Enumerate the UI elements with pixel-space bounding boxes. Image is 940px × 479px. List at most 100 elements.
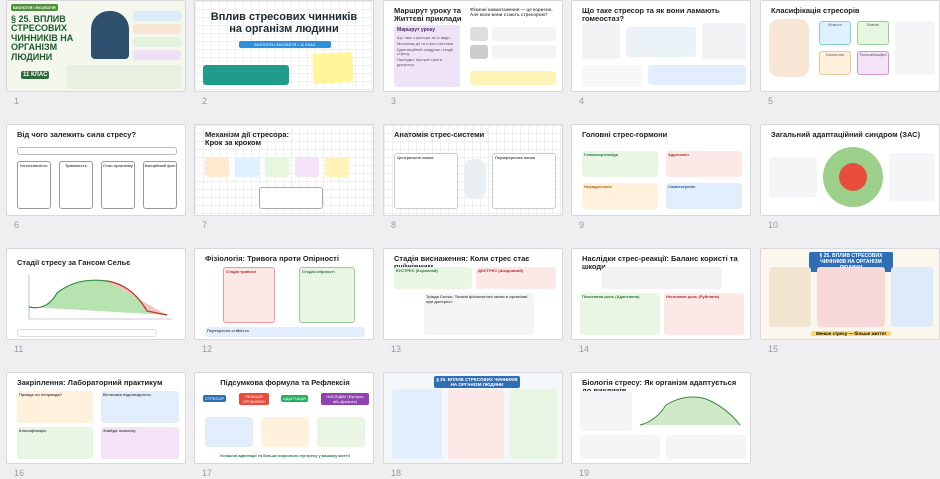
slide-thumbnail-17[interactable]: Підсумкова формула та Рефлексія СТРЕСОР … [194, 372, 374, 478]
slide-number: 10 [768, 220, 779, 230]
distress-label: ДИСТРЕС (Шкідливий) [478, 268, 524, 273]
slide-number: 1 [14, 96, 20, 106]
slide-number: 6 [14, 220, 20, 230]
balance-scale-illustration [580, 391, 632, 431]
factor-label: Тривалість [64, 163, 88, 168]
slide-thumbnail-5[interactable]: Класифікація стресорів Фізичні Хімічні Б… [760, 0, 940, 106]
selye-curve-chart [28, 275, 172, 320]
hormone-label: Глюкокортикоїди [584, 152, 619, 157]
slide-thumbnail-9[interactable]: Головні стрес-гормони Глюкокортикоїди Ад… [571, 124, 751, 230]
eustress-label: ЕУСТРЕС (Корисний) [396, 268, 438, 273]
slide-number: 9 [579, 220, 585, 230]
slide-thumbnail-15[interactable]: § 25. ВПЛИВ СТРЕСОВИХ ЧИННИКІВ НА ОРГАНІ… [760, 248, 940, 354]
route-item: Що таке стресори та їх види. [397, 35, 451, 40]
slide-thumbnail-1[interactable]: БІОЛОГІЯ І ЕКОЛОГІЯ § 25. ВПЛИВ СТРЕСОВИ… [6, 0, 186, 106]
slide-thumbnail-11[interactable]: Стадії стресу за Гансом Сельє 11 [6, 248, 186, 354]
slide-number: 2 [202, 96, 208, 106]
slide-number: 4 [579, 96, 585, 106]
hormone-label: Адреналін [668, 152, 689, 157]
cartoon-teacher-illustration [769, 19, 809, 77]
slide-6-title: Від чого залежить сила стресу? [17, 130, 137, 139]
resistance-stage-label: Стадія опірності [302, 269, 335, 274]
slide-5-title: Класифікація стресорів [771, 6, 860, 15]
slide-number: 7 [202, 220, 208, 230]
factor-label: Емоційний фон [144, 163, 176, 168]
factor-label: Стан організму [103, 163, 133, 168]
slide-thumbnail-8[interactable]: Анатомія стрес-системи Центральна ланка … [383, 124, 563, 230]
selye-triad-label: Тріада Сельє: Типові фізіологічні зміни … [426, 294, 528, 304]
slide-4-title: Що таке стресор та як вони ламають гомео… [582, 6, 720, 24]
balance-scale-illustration [602, 267, 722, 289]
slide-14-title: Наслідки стрес-реакції: Баланс користі т… [582, 254, 738, 272]
human-anatomy-illustration [817, 267, 885, 327]
stressor-type: Біологічні [826, 52, 844, 57]
slide-8-title: Анатомія стрес-системи [394, 130, 485, 139]
slide-thumbnail-12[interactable]: Фізіологія: Тривога проти Опірності Стад… [194, 248, 374, 354]
slide-13-title: Стадія виснаження: Коли стрес стає руйні… [394, 254, 530, 270]
slide-number: 8 [391, 220, 397, 230]
route-item: Наслідки: еустрес проти дистресу. [397, 57, 442, 67]
slide-number: 5 [768, 96, 774, 106]
adaptation-curve-chart [639, 396, 741, 426]
slide-number: 16 [14, 468, 25, 478]
slide-number: 3 [391, 96, 397, 106]
slide-thumbnail-16[interactable]: Закріплення: Лабораторний практикум Прав… [6, 372, 186, 478]
stressed-student-illustration [91, 11, 129, 59]
hormone-label: Соматотропін [668, 184, 696, 189]
slide-number: 18 [391, 468, 402, 478]
slide-10-title: Загальний адаптаційний синдром (ЗАС) [771, 130, 921, 139]
slide-number: 15 [768, 344, 779, 354]
human-silhouette-icon [464, 159, 486, 199]
slide-9-title: Головні стрес-гормони [582, 130, 668, 139]
slide-thumbnail-6[interactable]: Від чого залежить сила стресу? Інтенсивн… [6, 124, 186, 230]
slide-12-title: Фізіологія: Тривога проти Опірності [205, 254, 339, 263]
hormone-label: Норадреналін [584, 184, 612, 189]
slide-thumbnail-2[interactable]: Вплив стресових чинників на організм люд… [194, 0, 374, 106]
slide-thumbnail-4[interactable]: Що таке стресор та як вони ламають гомео… [571, 0, 751, 106]
slide-3-question: Фізичні навантаження — це корисно. Але к… [470, 7, 553, 18]
slide-2-title: Вплив стресових чинників на організм люд… [210, 11, 358, 36]
slide-2-subtitle: БІОЛОГІЯ І ЕКОЛОГІЯ • 11 КЛАС [239, 41, 331, 48]
slide-thumbnail-10[interactable]: Загальний адаптаційний синдром (ЗАС) 10 [760, 124, 940, 230]
infographic-anatomy [448, 389, 504, 459]
slide-thumbnail-19[interactable]: Біологія стресу: Як організм адаптується… [571, 372, 751, 478]
task-label: Знайди помилку [103, 428, 136, 433]
formula-step: НАСЛІДКИ (Еустрес або Дистрес) [321, 393, 369, 405]
slide-thumbnail-13[interactable]: Стадія виснаження: Коли стрес стає руйні… [383, 248, 563, 354]
slide-number: 13 [391, 344, 402, 354]
stressor-type: Хімічні [866, 22, 880, 27]
alarm-stage-label: Стадія тривоги [226, 269, 257, 274]
peripheral-link-label: Периферична ланка [495, 155, 536, 160]
slide-number: 14 [579, 344, 590, 354]
slide-number: 19 [579, 468, 590, 478]
slide-thumbnail-3[interactable]: Маршрут уроку та Життєві приклади Маршру… [383, 0, 563, 106]
slide-7-title: Механізм дії стресора: Крок за кроком [205, 130, 289, 148]
positive-role-label: Позитивна роль (Адаптивна) [582, 294, 640, 299]
cross-resistance-label: Перехресна стійкість [207, 328, 250, 333]
task-label: Класифікація: [19, 428, 47, 433]
slide-number: 12 [202, 344, 213, 354]
slide-16-title: Закріплення: Лабораторний практикум [17, 378, 163, 387]
route-card-title: Маршрут уроку [397, 27, 436, 33]
slide-thumbnail-7[interactable]: Механізм дії стресора: Крок за кроком 7 [194, 124, 374, 230]
slide-3-title: Маршрут уроку та Життєві приклади [394, 6, 462, 24]
slide-number: 11 [14, 344, 24, 354]
slide-17-footer: Успішної адаптації та більше корисного е… [219, 453, 351, 458]
slide-19-title: Біологія стресу: Як організм адаптується… [582, 378, 737, 394]
slide-thumbnail-14[interactable]: Наслідки стрес-реакції: Баланс користі т… [571, 248, 751, 354]
task-label: Правда чи неправда? [19, 392, 63, 397]
slide-17-title: Підсумкова формула та Рефлексія [220, 378, 350, 387]
slide-15-footer: Менше стресу — більше життя! [811, 331, 891, 336]
slide-number: 17 [202, 468, 213, 478]
formula-step: РЕАКЦІЯ ОРГАНІЗМУ [239, 393, 269, 405]
route-item: Механізм дії та стрес-система. [397, 40, 454, 46]
slide-thumbnail-18[interactable]: § 25. ВПЛИВ СТРЕСОВИХ ЧИННИКІВ НА ОРГАНІ… [383, 372, 563, 478]
factor-label: Інтенсивність [20, 163, 48, 168]
formula-step: АДАПТАЦІЯ [281, 395, 308, 402]
slide-18-title: § 25. ВПЛИВ СТРЕСОВИХ ЧИННИКІВ НА ОРГАНІ… [434, 376, 520, 388]
slide-1-title: § 25. ВПЛИВ СТРЕСОВИХ ЧИННИКІВ НА ОРГАНІ… [11, 14, 74, 62]
slide-1-badge: БІОЛОГІЯ І ЕКОЛОГІЯ [11, 4, 58, 11]
slide-1-grade: 11 КЛАС [21, 71, 50, 79]
slide-11-title: Стадії стресу за Гансом Сельє [17, 258, 131, 267]
